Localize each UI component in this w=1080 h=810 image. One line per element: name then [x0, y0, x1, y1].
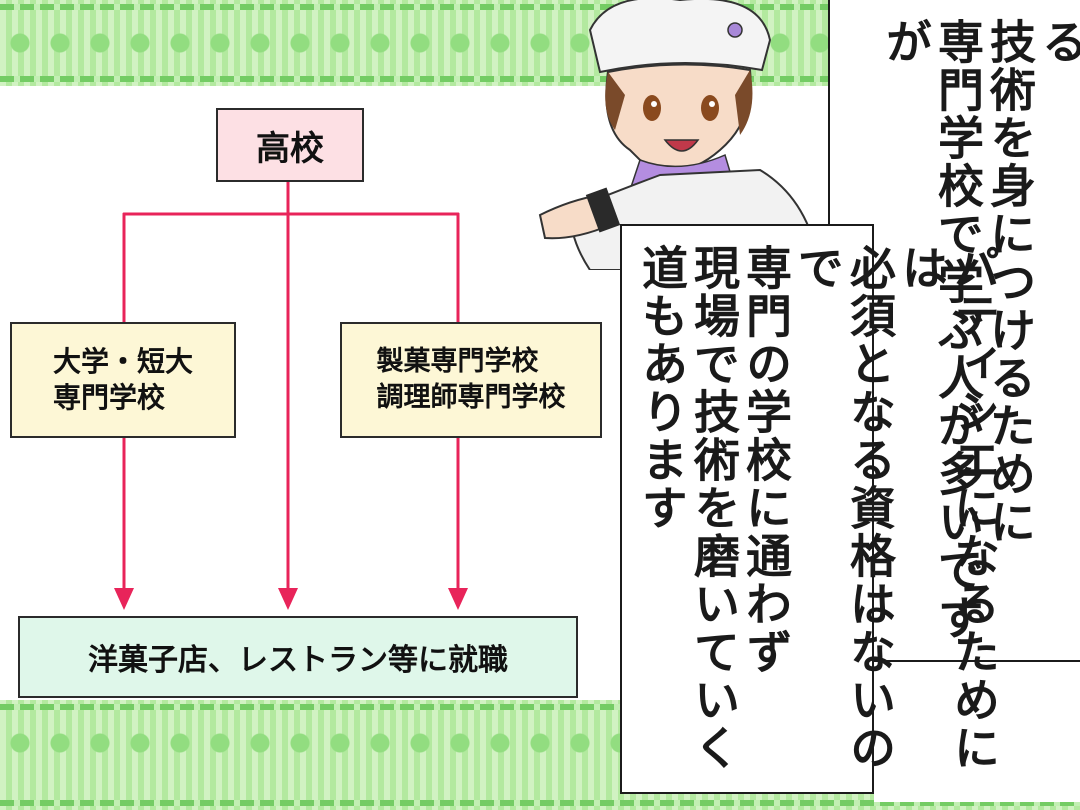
node-high-school-label: 高校 [256, 128, 324, 169]
panel-notch [874, 660, 1080, 802]
node-high-school: 高校 [216, 108, 364, 182]
arrowhead-left [114, 588, 134, 610]
speech-text-middle: パティシエになるためには 必須となる資格はないので 専門の学校に通わず 現場で技… [635, 244, 1001, 772]
speech-text-right: 基礎をみにつけ あらゆる商品作りに対応できる 技術を身につけるために 専門学校で… [879, 18, 1080, 642]
arrowhead-right [448, 588, 468, 610]
node-vocational-school: 製菓専門学校 調理師専門学校 [340, 322, 602, 438]
node-university: 大学・短大 専門学校 [10, 322, 236, 438]
arrowhead-center [278, 588, 298, 610]
node-employment-label: 洋菓子店、レストラン等に就職 [88, 643, 508, 678]
speech-panel-middle [620, 224, 874, 794]
node-employment: 洋菓子店、レストラン等に就職 [18, 616, 578, 698]
node-university-label: 大学・短大 専門学校 [52, 345, 193, 414]
node-vocational-school-label: 製菓専門学校 調理師専門学校 [376, 346, 566, 413]
